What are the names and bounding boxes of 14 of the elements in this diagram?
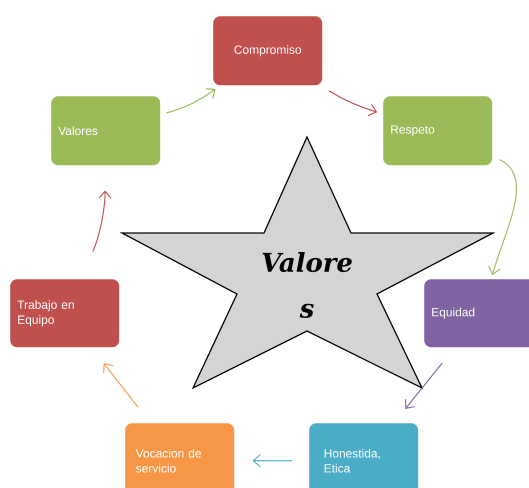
process-box: Respeto [383, 96, 492, 166]
process-box: Trabajo en Equipo [10, 279, 120, 348]
process-box: Equidad [424, 279, 529, 348]
process-box: Vocacion de servicio [125, 423, 234, 488]
process-box: Honestida, Etica [309, 423, 418, 488]
arrow [404, 362, 443, 409]
arrow [252, 454, 292, 468]
arrow [92, 190, 112, 252]
arrow [488, 159, 517, 276]
arrow [103, 363, 138, 408]
process-box: Compromiso [213, 16, 322, 86]
process-box: Valores [51, 96, 160, 166]
arrow [328, 90, 378, 116]
arrow [166, 88, 216, 114]
